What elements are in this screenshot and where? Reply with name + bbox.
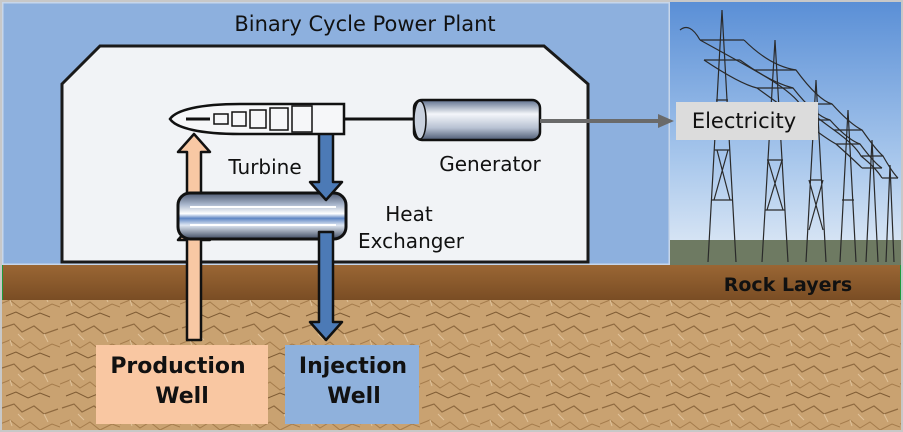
turbine-label: Turbine	[227, 155, 301, 179]
electricity-arrow	[540, 114, 674, 128]
heat-exchanger-icon	[176, 191, 348, 241]
electricity-label: Electricity	[692, 109, 796, 133]
rock-layers-label: Rock Layers	[724, 274, 853, 296]
generator-icon	[412, 98, 542, 142]
production-well-label-line1: Production	[110, 354, 245, 379]
production-well-box	[96, 345, 268, 424]
heat-exchanger-label-line1: Heat	[385, 202, 433, 226]
heat-exchanger-label-line2: Exchanger	[358, 229, 465, 253]
injection-well-label-line1: Injection	[299, 354, 407, 379]
production-well-label-line2: Well	[155, 384, 209, 409]
diagram-title: Binary Cycle Power Plant	[234, 12, 495, 36]
rock-layers-band	[2, 265, 901, 300]
generator-label: Generator	[439, 152, 541, 176]
injection-well-box	[285, 345, 419, 424]
injection-pipe-arrow	[308, 230, 344, 342]
working-fluid-arrow-to-exchanger	[308, 128, 344, 202]
turbine-icon	[168, 102, 346, 136]
electricity-label-box	[676, 102, 818, 140]
hot-fluid-arrow-to-turbine	[176, 132, 212, 198]
injection-well-label-line2: Well	[327, 384, 381, 409]
